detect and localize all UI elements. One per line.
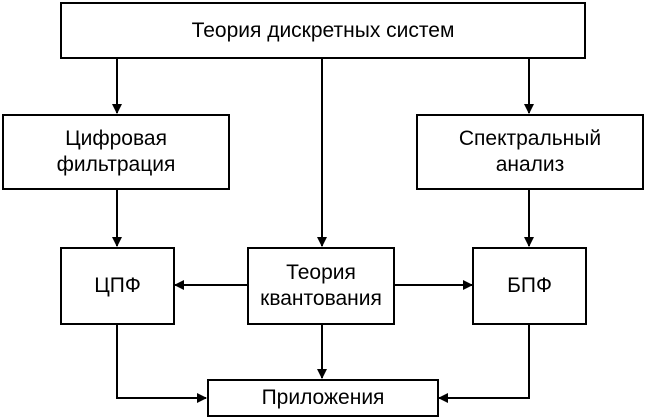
node-label-line: ЦПФ bbox=[94, 274, 141, 297]
arrow-dsp-to-applications bbox=[116, 324, 207, 403]
node-label-line: Спектральный bbox=[458, 127, 602, 150]
node-dsp: ЦПФ bbox=[60, 247, 175, 325]
node-applications: Приложения bbox=[207, 379, 439, 417]
node-label-line: Теория дискретных систем bbox=[191, 18, 455, 42]
node-label-line: Теория bbox=[286, 261, 356, 284]
node-label-line: Приложения bbox=[261, 386, 385, 409]
node-quantization-theory: Теория квантования bbox=[247, 247, 395, 325]
arrow-fft-to-applications bbox=[438, 324, 530, 403]
node-label-line: анализ bbox=[495, 153, 565, 176]
node-label-line: фильтрация bbox=[56, 153, 176, 176]
node-spectral-analysis: Спектральный анализ bbox=[416, 114, 644, 190]
node-discrete-systems-theory: Теория дискретных систем bbox=[60, 2, 586, 59]
node-label-line: БПФ bbox=[507, 274, 552, 297]
node-fft: БПФ bbox=[472, 247, 587, 325]
node-digital-filtering: Цифровая фильтрация bbox=[2, 114, 230, 190]
node-label-line: Цифровая bbox=[65, 127, 167, 150]
node-label-line: квантования bbox=[260, 287, 382, 310]
